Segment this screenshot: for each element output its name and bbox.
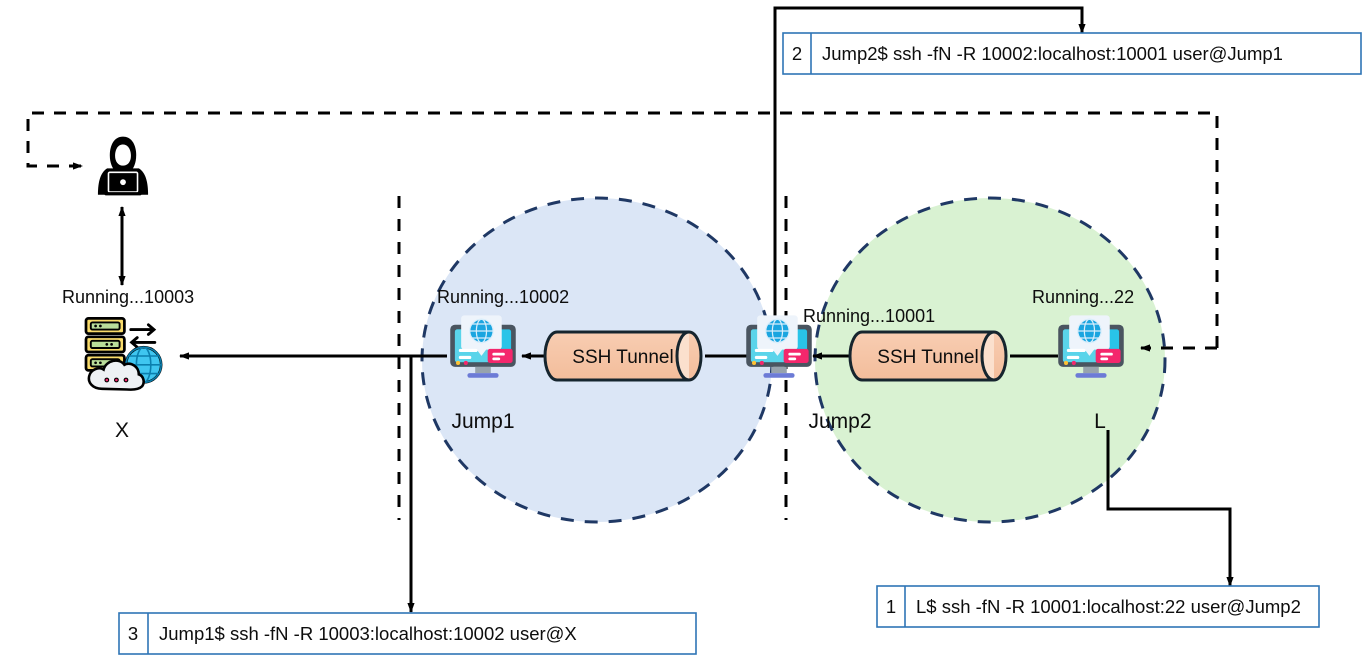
callout-1-number: 1 [886, 596, 896, 617]
l-label: L [1094, 410, 1106, 433]
callout-1-command: L$ ssh -fN -R 10001:localhost:22 user@Ju… [916, 596, 1301, 617]
tunnel-jump1-jump2: SSH Tunnel [543, 330, 703, 382]
l-port-label: Running...22 [1032, 287, 1134, 307]
jump1-label: Jump1 [451, 410, 514, 433]
tunnel-jump2-l: SSH Tunnel [848, 330, 1008, 382]
x-server-node [84, 316, 163, 392]
callout-1[interactable]: 1 L$ ssh -fN -R 10001:localhost:22 user@… [876, 585, 1320, 628]
jump2-port-label: Running...10001 [803, 306, 935, 326]
callout-3-number: 3 [128, 623, 138, 644]
callout-3-command: Jump1$ ssh -fN -R 10003:localhost:10002 … [159, 623, 577, 644]
callout-2-command: Jump2$ ssh -fN -R 10002:localhost:10001 … [822, 43, 1283, 64]
tunnel-jump1-jump2-label: SSH Tunnel [572, 347, 673, 368]
callout-1-leader [1106, 430, 1234, 587]
jump1-port-label: Running...10002 [437, 287, 569, 307]
tunnel-jump2-l-label: SSH Tunnel [877, 347, 978, 368]
attacker-node [97, 135, 149, 197]
x-server-label: X [115, 419, 129, 442]
x-server-port-label: Running...10003 [62, 287, 194, 307]
jump2-label: Jump2 [808, 410, 871, 433]
callout-2[interactable]: 2 Jump2$ ssh -fN -R 10002:localhost:1000… [782, 32, 1362, 75]
return-path-dashed [26, 111, 1219, 348]
callout-3[interactable]: 3 Jump1$ ssh -fN -R 10003:localhost:1000… [118, 612, 697, 655]
callout-2-number: 2 [792, 43, 802, 64]
callout-2-leader [773, 6, 1086, 330]
